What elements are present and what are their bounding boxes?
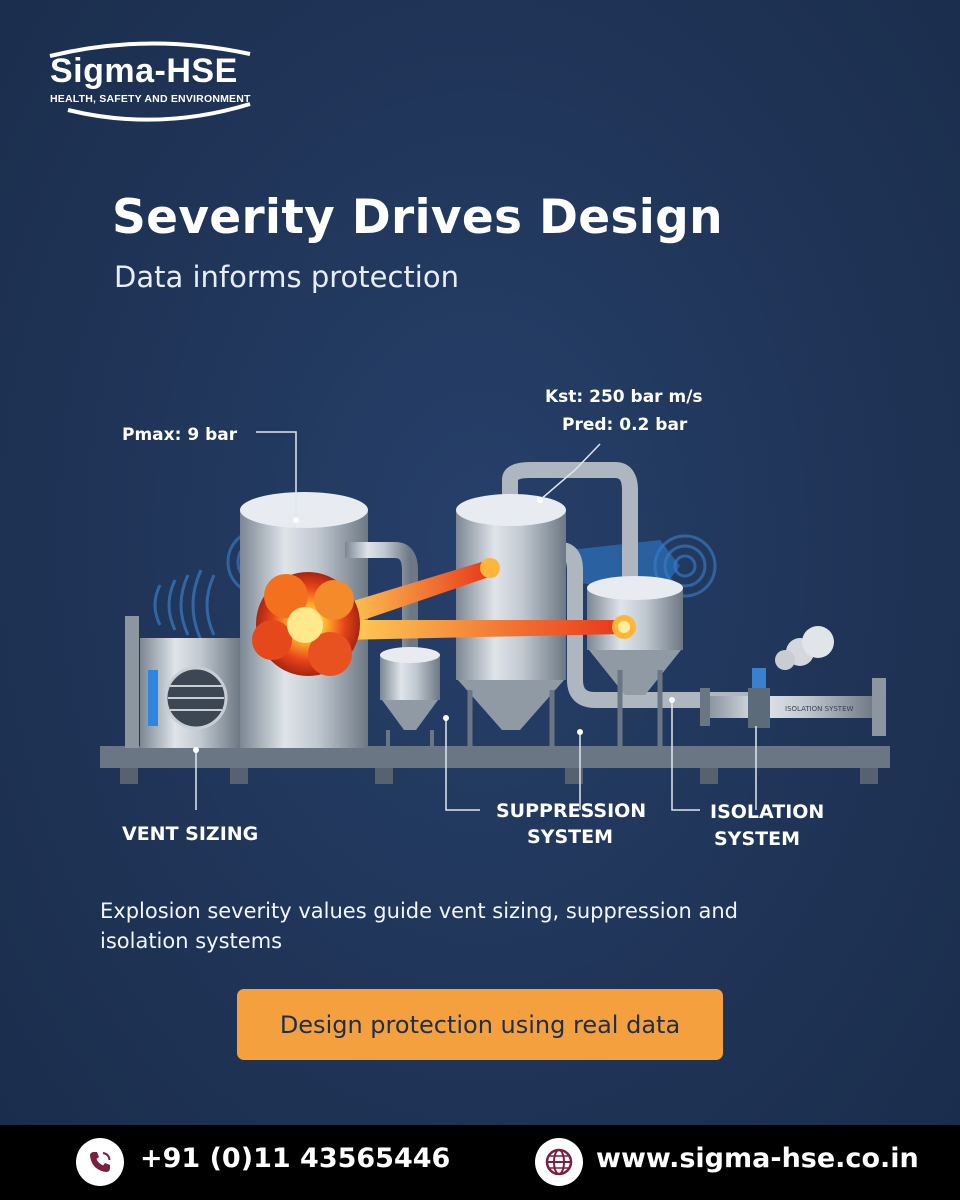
pmax-label: Pmax: 9 bar (122, 425, 238, 445)
isolation-pipe (700, 696, 875, 718)
description-text: Explosion severity values guide vent siz… (100, 899, 738, 953)
isolation-valve (748, 688, 770, 728)
brand-logo[interactable]: Sigma-HSE HEALTH, SAFETY AND ENVIRONMENT (38, 38, 268, 128)
brand-name: Sigma-HSE (50, 52, 238, 90)
logo-swoosh (49, 41, 251, 122)
vent-sizing-label: VENT SIZING (122, 823, 258, 845)
suppression-vessel (456, 510, 566, 680)
suppression-label-line2: SYSTEM (527, 826, 613, 848)
base-frame (100, 746, 890, 768)
isolation-label-line1: ISOLATION (710, 801, 824, 823)
phone-icon[interactable] (76, 1138, 124, 1186)
brand-tagline: HEALTH, SAFETY AND ENVIRONMENT (50, 93, 251, 105)
suppression-label-line1: SUPPRESSION (496, 800, 646, 822)
page-subtitle: Data informs protection (114, 260, 459, 294)
phone-number[interactable]: +91 (0)11 43565446 (140, 1143, 451, 1174)
globe-icon[interactable] (535, 1138, 583, 1186)
flame-jet-upper (330, 560, 492, 628)
footer: +91 (0)11 43565446 www.sigma-hse.co.in (0, 1125, 960, 1200)
cta-button[interactable]: Design protection using real data (237, 989, 723, 1060)
isolation-label-line2: SYSTEM (714, 828, 800, 850)
pipe-label: ISOLATION SYSTEW (785, 705, 853, 713)
plant-illustration: ISOLATION SYSTEW Pmax: 9 bar Kst: 250 ba… (100, 387, 890, 850)
flame-jet-lower (330, 620, 624, 640)
pred-label: Pred: 0.2 bar (562, 415, 688, 435)
page-title: Severity Drives Design (112, 190, 723, 245)
website-link[interactable]: www.sigma-hse.co.in (596, 1143, 919, 1174)
kst-label: Kst: 250 bar m/s (545, 387, 703, 407)
pressure-wave-left (153, 569, 216, 641)
